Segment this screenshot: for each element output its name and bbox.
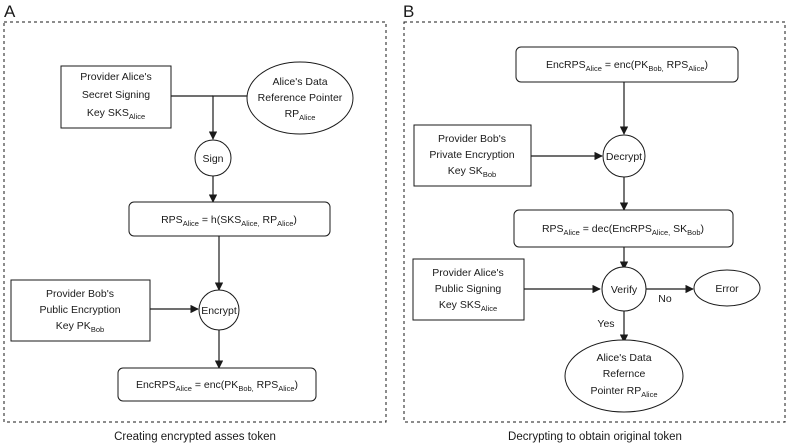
- panel-a-frame: [3, 21, 387, 423]
- svg-text:RPAlice: RPAlice: [285, 108, 316, 122]
- svg-text:EncRPSAlice = enc(PKBob, RPSAl: EncRPSAlice = enc(PKBob, RPSAlice): [546, 59, 708, 73]
- svg-text:Key SKSAlice: Key SKSAlice: [87, 107, 145, 121]
- svg-text:Public Signing: Public Signing: [435, 283, 502, 295]
- svg-text:Provider Alice's: Provider Alice's: [432, 267, 503, 279]
- panel-b: B EncRPSAlice = enc(PKBob, RPSAlice) Pro…: [403, 2, 786, 443]
- svg-text:Secret Signing: Secret Signing: [82, 89, 150, 101]
- sign-node: Sign: [194, 139, 232, 177]
- panel-a-caption: Creating encrypted asses token: [114, 431, 276, 443]
- edge-pointer-to-sign: [208, 95, 247, 140]
- svg-text:Pointer RPAlice: Pointer RPAlice: [590, 385, 657, 399]
- verify-node: Verify: [601, 266, 647, 312]
- svg-text:Provider Bob's: Provider Bob's: [438, 133, 506, 145]
- svg-text:Public Encryption: Public Encryption: [39, 304, 120, 316]
- rps-hash-box: RPSAlice = h(SKSAlice, RPAlice): [128, 201, 331, 237]
- enc-output-box: EncRPSAlice = enc(PKBob, RPSAlice): [117, 367, 317, 402]
- no-label: No: [658, 293, 672, 305]
- svg-text:Verify: Verify: [611, 284, 638, 296]
- svg-text:Provider Alice's: Provider Alice's: [80, 71, 151, 83]
- svg-text:Encrypt: Encrypt: [201, 305, 237, 317]
- bob-public-key-box: Provider Bob's Public Encryption Key PKB…: [10, 279, 151, 342]
- panel-a: A Provider Alice's Secret Signing Key SK…: [3, 2, 387, 443]
- svg-text:Alice's Data: Alice's Data: [272, 76, 327, 88]
- yes-label: Yes: [597, 318, 614, 330]
- svg-text:Private Encryption: Private Encryption: [429, 149, 514, 161]
- dec-output-box: RPSAlice = dec(EncRPSAlice, SKBob): [513, 209, 734, 248]
- alice-pointer-result-ellipse: Alice's Data Refernce Pointer RPAlice: [564, 339, 684, 413]
- alice-pointer-ellipse: Alice's Data Reference Pointer RPAlice: [246, 61, 354, 135]
- svg-text:Sign: Sign: [202, 153, 223, 165]
- svg-text:RPSAlice = dec(EncRPSAlice, SK: RPSAlice = dec(EncRPSAlice, SKBob): [542, 223, 704, 237]
- svg-text:Key PKBob: Key PKBob: [56, 320, 104, 334]
- svg-text:EncRPSAlice = enc(PKBob, RPSAl: EncRPSAlice = enc(PKBob, RPSAlice): [136, 379, 298, 393]
- svg-text:Decrypt: Decrypt: [606, 151, 642, 163]
- encrypt-node: Encrypt: [198, 289, 240, 331]
- panel-b-frame: [403, 21, 786, 423]
- svg-text:Reference Pointer: Reference Pointer: [258, 92, 343, 104]
- svg-text:Refernce: Refernce: [603, 368, 646, 380]
- alice-secret-key-box: Provider Alice's Secret Signing Key SKSA…: [60, 65, 172, 129]
- svg-text:Key SKSAlice: Key SKSAlice: [439, 299, 497, 313]
- enc-input-box: EncRPSAlice = enc(PKBob, RPSAlice): [515, 46, 739, 83]
- svg-text:Error: Error: [715, 283, 739, 295]
- decrypt-node: Decrypt: [602, 134, 646, 178]
- alice-public-key-box: Provider Alice's Public Signing Key SKSA…: [412, 258, 525, 321]
- svg-text:Key SKBob: Key SKBob: [448, 165, 496, 179]
- svg-text:Provider Bob's: Provider Bob's: [46, 288, 114, 300]
- panel-b-letter: B: [403, 2, 414, 21]
- svg-text:RPSAlice = h(SKSAlice, RPAlice: RPSAlice = h(SKSAlice, RPAlice): [161, 214, 297, 228]
- error-node: Error: [693, 269, 761, 307]
- panel-a-letter: A: [4, 2, 16, 21]
- panel-b-caption: Decrypting to obtain original token: [508, 431, 682, 443]
- svg-text:Alice's Data: Alice's Data: [596, 352, 651, 364]
- bob-private-key-box: Provider Bob's Private Encryption Key SK…: [413, 124, 532, 187]
